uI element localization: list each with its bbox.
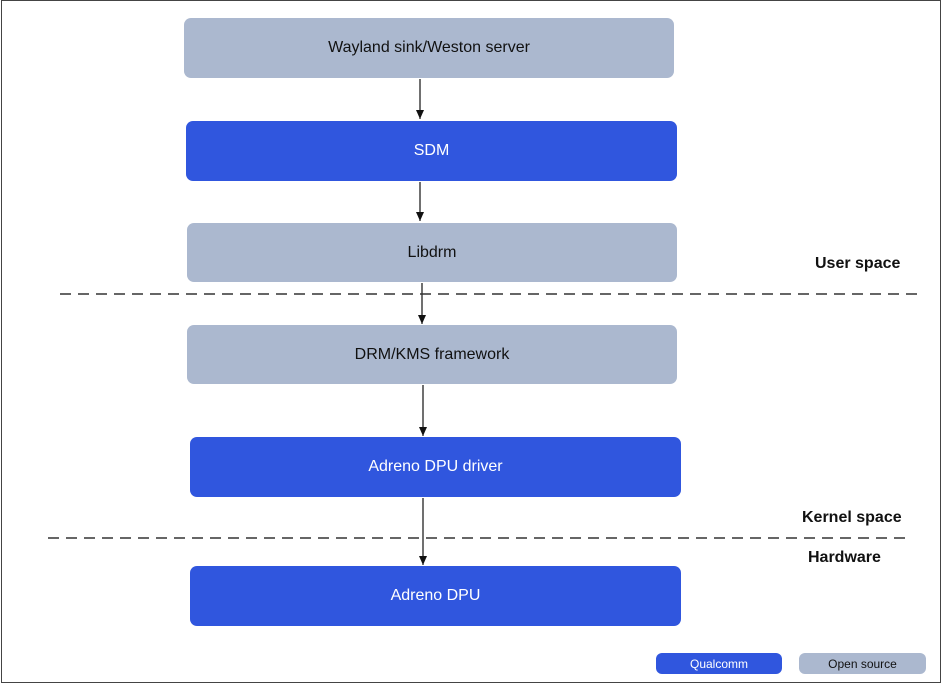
hardware-label: Hardware <box>808 549 881 566</box>
adreno-dpu-block: Adreno DPU <box>190 566 681 626</box>
sdm-block: SDM <box>186 121 677 181</box>
drm-kms-framework-block: DRM/KMS framework <box>187 325 677 384</box>
legend-open-source: Open source <box>799 653 926 674</box>
kernel-space-label: Kernel space <box>802 509 902 526</box>
user-space-label: User space <box>815 255 901 272</box>
adreno-dpu-driver-block: Adreno DPU driver <box>190 437 681 497</box>
libdrm-block: Libdrm <box>187 223 677 282</box>
wayland-weston-block: Wayland sink/Weston server <box>184 18 674 78</box>
legend-qualcomm: Qualcomm <box>656 653 782 674</box>
